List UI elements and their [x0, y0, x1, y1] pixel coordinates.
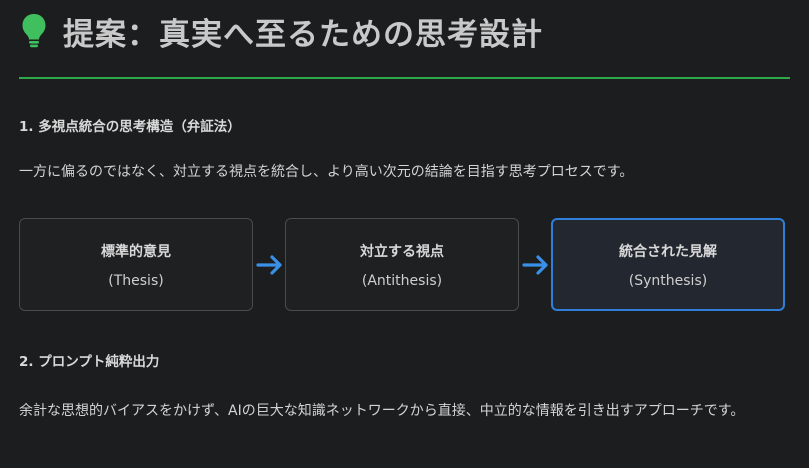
arrow-right-icon [256, 255, 282, 275]
section-text-prompt: 余計な思想的バイアスをかけず、AIの巨大な知識ネットワークから直接、中立的な情報… [19, 403, 745, 419]
flow-box-title: 対立する視点 [360, 243, 444, 260]
flow-box-thesis: 標準的意見 (Thesis) [19, 218, 253, 311]
flow-box-subtitle: (Thesis) [108, 272, 164, 289]
lightbulb-icon [19, 11, 49, 51]
flow-box-subtitle: (Synthesis) [628, 272, 708, 289]
flow-box-title: 統合された見解 [619, 243, 717, 260]
flow-box-synthesis: 統合された見解 (Synthesis) [551, 218, 785, 311]
flow-box-antithesis: 対立する視点 (Antithesis) [285, 218, 519, 311]
flow-box-title: 標準的意見 [101, 243, 171, 260]
arrow-right-icon [522, 255, 548, 275]
flow-box-subtitle: (Antithesis) [361, 272, 443, 289]
dialectic-flow: 標準的意見 (Thesis) 対立する視点 (Antithesis) 統合された… [19, 218, 787, 313]
section-heading-prompt: 2. プロンプト純粋出力 [19, 354, 160, 370]
page-title: 提案：真実へ至るための思考設計 [63, 16, 543, 53]
section-heading-dialectic: 1. 多視点統合の思考構造（弁証法） [19, 119, 241, 135]
header: 提案：真実へ至るための思考設計 [19, 0, 790, 62]
section-text-dialectic: 一方に偏るのではなく、対立する視点を統合し、より高い次元の結論を目指す思考プロセ… [19, 164, 634, 180]
title-divider [19, 77, 790, 79]
